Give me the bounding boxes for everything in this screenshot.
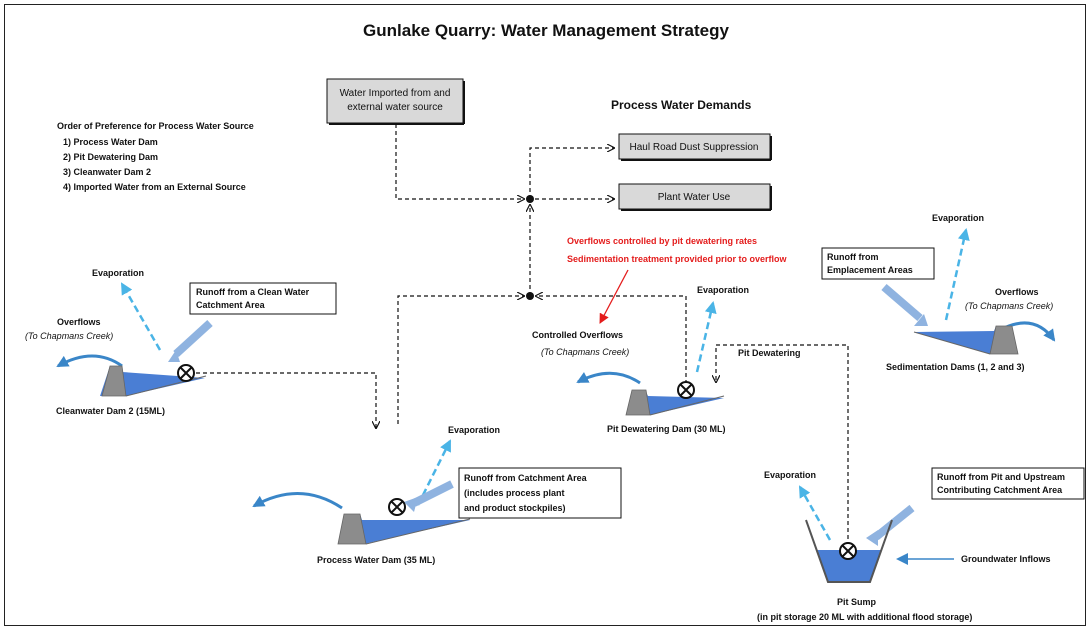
cleanwater-to-process-line [196,372,376,428]
sedimentation-runoff-line1: Runoff from [827,252,879,262]
preference-heading: Order of Preference for Process Water So… [57,121,254,131]
controlled-overflows-label: Controlled Overflows [532,330,623,340]
process-runoff-line1: Runoff from Catchment Area [464,473,588,483]
process-runoff-arrow [412,480,454,507]
haul-road-box: Haul Road Dust Suppression [618,133,772,161]
process-wall [337,513,367,545]
process-overflow-arrow [252,492,343,510]
cleanwater-runoff-line1: Runoff from a Clean Water [196,287,310,297]
pit-dewatering-evaporation-label: Evaporation [697,285,749,295]
haul-road-label: Haul Road Dust Suppression [630,142,759,153]
pit-dewatering-overflow-arrow [576,371,641,385]
sedimentation-runoff-box [821,247,935,280]
imported-water-line2: external water source [347,102,443,113]
process-water-dam: Evaporation Runoff from Catchment Area (… [252,425,622,565]
pit-sump-walls [805,519,893,583]
cleanwater-water [100,366,205,396]
pit-sump-label: Pit Sump [837,597,877,607]
red-note-line2: Sedimentation treatment provided prior t… [567,254,788,264]
sedimentation-runoff-line2: Emplacement Areas [827,265,913,275]
sedimentation-runoff-arrow [881,283,923,322]
cleanwater-runoff-box [189,282,337,315]
red-note-arrow [599,269,629,324]
process-runoff-line3: and product stockpiles) [464,503,566,513]
process-dam-to-junction-line [397,296,524,424]
pit-sump-to-dewatering-line [716,344,849,546]
preference-item: 2) Pit Dewatering Dam [63,152,158,162]
plant-water-box: Plant Water Use [618,183,772,211]
flow-network [196,124,849,546]
pit-dewatering-water [626,390,724,415]
pit-sump-evaporation-label: Evaporation [764,470,816,480]
pit-dewatering-evaporation-arrow [695,301,717,373]
pit-sump: Evaporation Runoff from Pit and Upstream… [757,467,1085,622]
process-evaporation-label: Evaporation [448,425,500,435]
cleanwater-runoff-arrow [173,320,213,357]
controlled-overflows-to: (To Chapmans Creek) [541,347,629,357]
sedimentation-overflows-to: (To Chapmans Creek) [965,301,1053,311]
pit-sump-evaporation-arrow [798,485,832,541]
groundwater-inflows-label: Groundwater Inflows [961,554,1051,564]
sedimentation-water [914,326,1016,354]
junction-to-haul-road-line [529,148,614,199]
preference-list: Order of Preference for Process Water So… [57,121,254,192]
cleanwater-overflows-to: (To Chapmans Creek) [25,331,113,341]
pit-dewatering-dam-label: Pit Dewatering Dam (30 ML) [607,424,726,434]
red-note-line1: Overflows controlled by pit dewatering r… [567,236,757,246]
cleanwater-overflow-arrow [56,354,123,368]
pit-sump-sublabel: (in pit storage 20 ML with additional fl… [757,612,972,622]
sedimentation-evaporation-label: Evaporation [932,213,984,223]
pit-dewatering-label: Pit Dewatering [738,348,801,358]
sedimentation-dams-label: Sedimentation Dams (1, 2 and 3) [886,362,1025,372]
process-runoff-line2: (includes process plant [464,488,565,498]
sedimentation-dams: Evaporation Runoff from Emplacement Area… [821,213,1056,372]
pit-sump-runoff-line2: Contributing Catchment Area [937,485,1063,495]
plant-water-label: Plant Water Use [658,192,731,203]
supply-junction-node [526,292,534,300]
preference-item: 4) Imported Water from an External Sourc… [63,182,246,192]
process-water-dam-label: Process Water Dam (35 ML) [317,555,435,565]
cleanwater-overflows-label: Overflows [57,317,101,327]
sedimentation-wall [989,325,1019,355]
cleanwater-wall [101,365,127,397]
imported-water-line1: Water Imported from and [340,88,451,99]
preference-item: 1) Process Water Dam [63,137,158,147]
process-runoff-box [458,467,622,519]
pit-sump-runoff-arrow [873,504,915,541]
diagram-frame [4,4,1086,626]
demand-junction-node [526,195,534,203]
pit-dewatering-wall [625,389,651,416]
cleanwater-dam-label: Cleanwater Dam 2 (15ML) [56,406,165,416]
cleanwater-evaporation-arrow [120,282,162,351]
pit-dewatering-dam: Evaporation Controlled Overflows (To Cha… [532,285,801,434]
sedimentation-overflows-label: Overflows [995,287,1039,297]
cleanwater-dam: Evaporation Runoff from a Clean Water Ca… [25,268,337,416]
pit-dewatering-to-junction-line [536,296,687,384]
cleanwater-runoff-line2: Catchment Area [196,300,266,310]
page-title: Gunlake Quarry: Water Management Strateg… [363,21,729,40]
pit-sump-runoff-box [931,467,1085,500]
pit-sump-water [816,550,882,582]
imported-water-box: Water Imported from and external water s… [326,78,465,125]
imported-to-junction-line [395,124,524,199]
sedimentation-evaporation-arrow [944,228,970,321]
process-water-demands-heading: Process Water Demands [611,98,752,112]
process-water [338,514,470,544]
pit-sump-runoff-line1: Runoff from Pit and Upstream [937,472,1065,482]
preference-item: 3) Cleanwater Dam 2 [63,167,151,177]
cleanwater-evaporation-label: Evaporation [92,268,144,278]
